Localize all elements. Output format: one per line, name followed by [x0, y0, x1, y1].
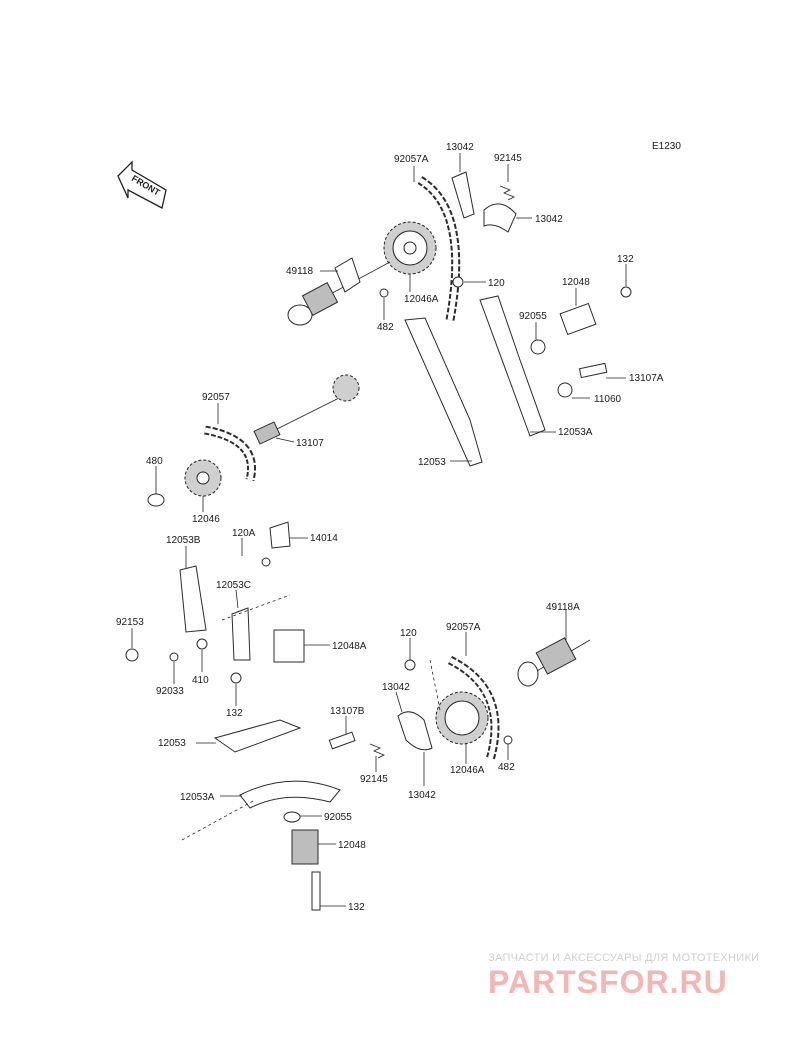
bolt-92153-icon — [125, 648, 139, 662]
ring-480-icon — [147, 493, 165, 507]
bolt-120-mid-icon — [404, 659, 416, 671]
tensioner-12048-bottom-icon — [291, 829, 319, 865]
label-120-top: 120 — [488, 278, 505, 289]
tensioner-12048-top-icon — [530, 286, 632, 355]
label-92057a-top: 92057A — [394, 154, 429, 165]
label-92055-top: 92055 — [519, 311, 547, 322]
bolt-13107b-icon — [328, 731, 356, 750]
washer-410-icon — [196, 638, 208, 650]
spring-92145-bottom-icon — [369, 743, 385, 759]
front-arrow-icon: FRONT — [117, 160, 167, 209]
label-13042-top: 13042 — [446, 142, 474, 153]
label-49118: 49118 — [286, 266, 314, 277]
sprocket-12046-icon — [184, 459, 222, 497]
label-132-mid: 132 — [226, 708, 243, 719]
label-92057a-bottom: 92057A — [446, 622, 481, 633]
label-12053a-bottom: 12053A — [180, 792, 215, 803]
chain-guide-12053a-top-icon — [479, 295, 546, 437]
diagram-code: E1230 — [652, 141, 681, 152]
label-92145-top: 92145 — [494, 153, 522, 164]
label-12046a-bottom: 12046A — [450, 765, 485, 776]
ring-92055-bottom-icon — [283, 811, 301, 823]
label-132-top: 132 — [617, 254, 634, 265]
sprocket-12046a-bottom-icon — [435, 691, 489, 745]
label-13042-mid: 13042 — [382, 682, 410, 693]
sprocket-12046a-top-icon — [383, 221, 437, 275]
label-11060: 11060 — [594, 394, 622, 405]
label-92057: 92057 — [202, 392, 230, 403]
label-12048-bottom: 12048 — [338, 840, 366, 851]
label-13042-bottom: 13042 — [408, 790, 436, 801]
label-14014: 14014 — [310, 533, 338, 544]
spring-92145-top-icon — [499, 185, 515, 201]
label-482-top: 482 — [377, 322, 394, 333]
camshaft-49118-icon — [287, 257, 391, 326]
label-92055-bottom: 92055 — [324, 812, 352, 823]
label-13107b: 13107B — [330, 706, 365, 717]
label-120a: 120A — [232, 528, 256, 539]
arm-12053c-icon — [231, 607, 251, 661]
bolt-132-mid-icon — [230, 672, 242, 684]
label-410: 410 — [192, 675, 209, 686]
label-92153: 92153 — [116, 617, 144, 628]
bolt-120-top-icon — [452, 276, 464, 288]
label-12048a: 12048A — [332, 641, 367, 652]
pin-482-top-icon — [379, 288, 389, 298]
label-49118a: 49118A — [546, 602, 580, 613]
watermark-logo: PARTSFOR.RU — [488, 964, 728, 1000]
washer-11060-icon — [557, 382, 573, 398]
decompressor-13042-bottom-icon — [397, 711, 433, 751]
label-13107a: 13107A — [629, 373, 664, 384]
ring-92033-icon — [169, 652, 179, 662]
label-12053-bottom: 12053 — [158, 738, 186, 749]
guide-12053-bottom-icon — [213, 719, 302, 753]
label-12053b: 12053B — [166, 535, 201, 546]
bolt-120a-icon — [261, 557, 271, 567]
shaft-13107-icon — [253, 374, 360, 445]
decompressor-13042-top-icon — [451, 171, 475, 219]
tensioner-12048a-icon — [273, 629, 305, 663]
guide-12053b-icon — [179, 565, 207, 633]
label-12046: 12046 — [192, 514, 220, 525]
label-12048-top: 12048 — [562, 277, 590, 288]
camshaft-49118a-icon — [517, 637, 591, 687]
watermark-tagline: ЗАПЧАСТИ И АКСЕССУАРЫ ДЛЯ МОТОТЕХНИКИ — [488, 952, 760, 964]
label-120-mid: 120 — [400, 628, 417, 639]
plate-14014-icon — [269, 521, 291, 549]
label-13107: 13107 — [296, 438, 324, 449]
bolt-13107a-icon — [578, 362, 608, 379]
label-92145-bottom: 92145 — [360, 774, 388, 785]
guide-12053a-bottom-icon — [239, 780, 341, 809]
label-12046a-top: 12046A — [404, 294, 439, 305]
decompressor-13042-right-icon — [483, 203, 517, 233]
pin-482-bottom-icon — [503, 735, 513, 745]
label-12053a-top: 12053A — [558, 427, 593, 438]
label-92033: 92033 — [156, 686, 184, 697]
bolt-132-bottom-icon — [311, 871, 321, 911]
label-13042-right: 13042 — [535, 214, 563, 225]
label-12053-top: 12053 — [418, 457, 446, 468]
chain-guide-12053-top-icon — [404, 317, 483, 467]
label-132-bottom: 132 — [348, 902, 365, 913]
label-480: 480 — [146, 456, 163, 467]
label-12053c: 12053C — [216, 580, 251, 591]
label-482-bottom: 482 — [498, 762, 515, 773]
